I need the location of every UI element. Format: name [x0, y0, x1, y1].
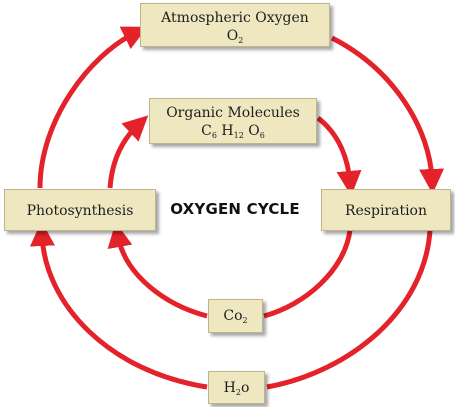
formula-text: C	[201, 123, 212, 139]
co2-box: Co2	[208, 299, 263, 333]
diagram-title: OXYGEN CYCLE	[170, 200, 300, 218]
formula-subscript: 6	[211, 131, 217, 140]
formula-text: O	[243, 123, 260, 139]
formula-text: Co	[223, 308, 243, 324]
formula-subscript: 6	[259, 131, 265, 140]
arrow-co2-to-photosynthesis	[107, 222, 208, 319]
arrow-organic-molecules-to-respiration	[316, 116, 362, 196]
co2-formula: Co2	[209, 307, 262, 325]
h2o-formula: H2o	[209, 379, 264, 397]
respiration-label: Respiration	[344, 203, 428, 219]
formula-subscript: 12	[233, 131, 244, 140]
organic-molecules-box: Organic Molecules C6 H12 O6	[149, 98, 317, 144]
arrow-photosynthesis-to-organic-molecules	[107, 115, 149, 189]
formula-text: H	[216, 123, 234, 139]
arrow-h2o-to-photosynthesis	[29, 221, 208, 390]
arrow-respiration-to-co2	[263, 229, 353, 319]
photosynthesis-box: Photosynthesis	[4, 189, 156, 231]
formula-subscript: 2	[242, 316, 248, 325]
atmospheric-oxygen-label: Atmospheric Oxygen	[161, 10, 309, 26]
atmospheric-oxygen-formula: O2	[141, 27, 329, 45]
arrow-atmospheric-oxygen-to-respiration	[330, 35, 445, 194]
respiration-box: Respiration	[321, 189, 451, 231]
h2o-box: H2o	[208, 371, 265, 404]
formula-subscript: 2	[235, 388, 241, 397]
formula-text: H	[223, 380, 236, 396]
organic-molecules-label: Organic Molecules	[166, 105, 300, 121]
atmospheric-oxygen-box: Atmospheric Oxygen O2	[140, 3, 330, 47]
photosynthesis-label: Photosynthesis	[26, 203, 134, 219]
arrow-photosynthesis-to-atmospheric-oxygen	[37, 26, 148, 189]
formula-text: o	[240, 380, 250, 396]
formula-subscript: 2	[238, 36, 244, 45]
arrow-respiration-to-h2o	[266, 229, 433, 390]
formula-text: O	[226, 28, 239, 44]
organic-molecules-formula: C6 H12 O6	[150, 122, 316, 140]
